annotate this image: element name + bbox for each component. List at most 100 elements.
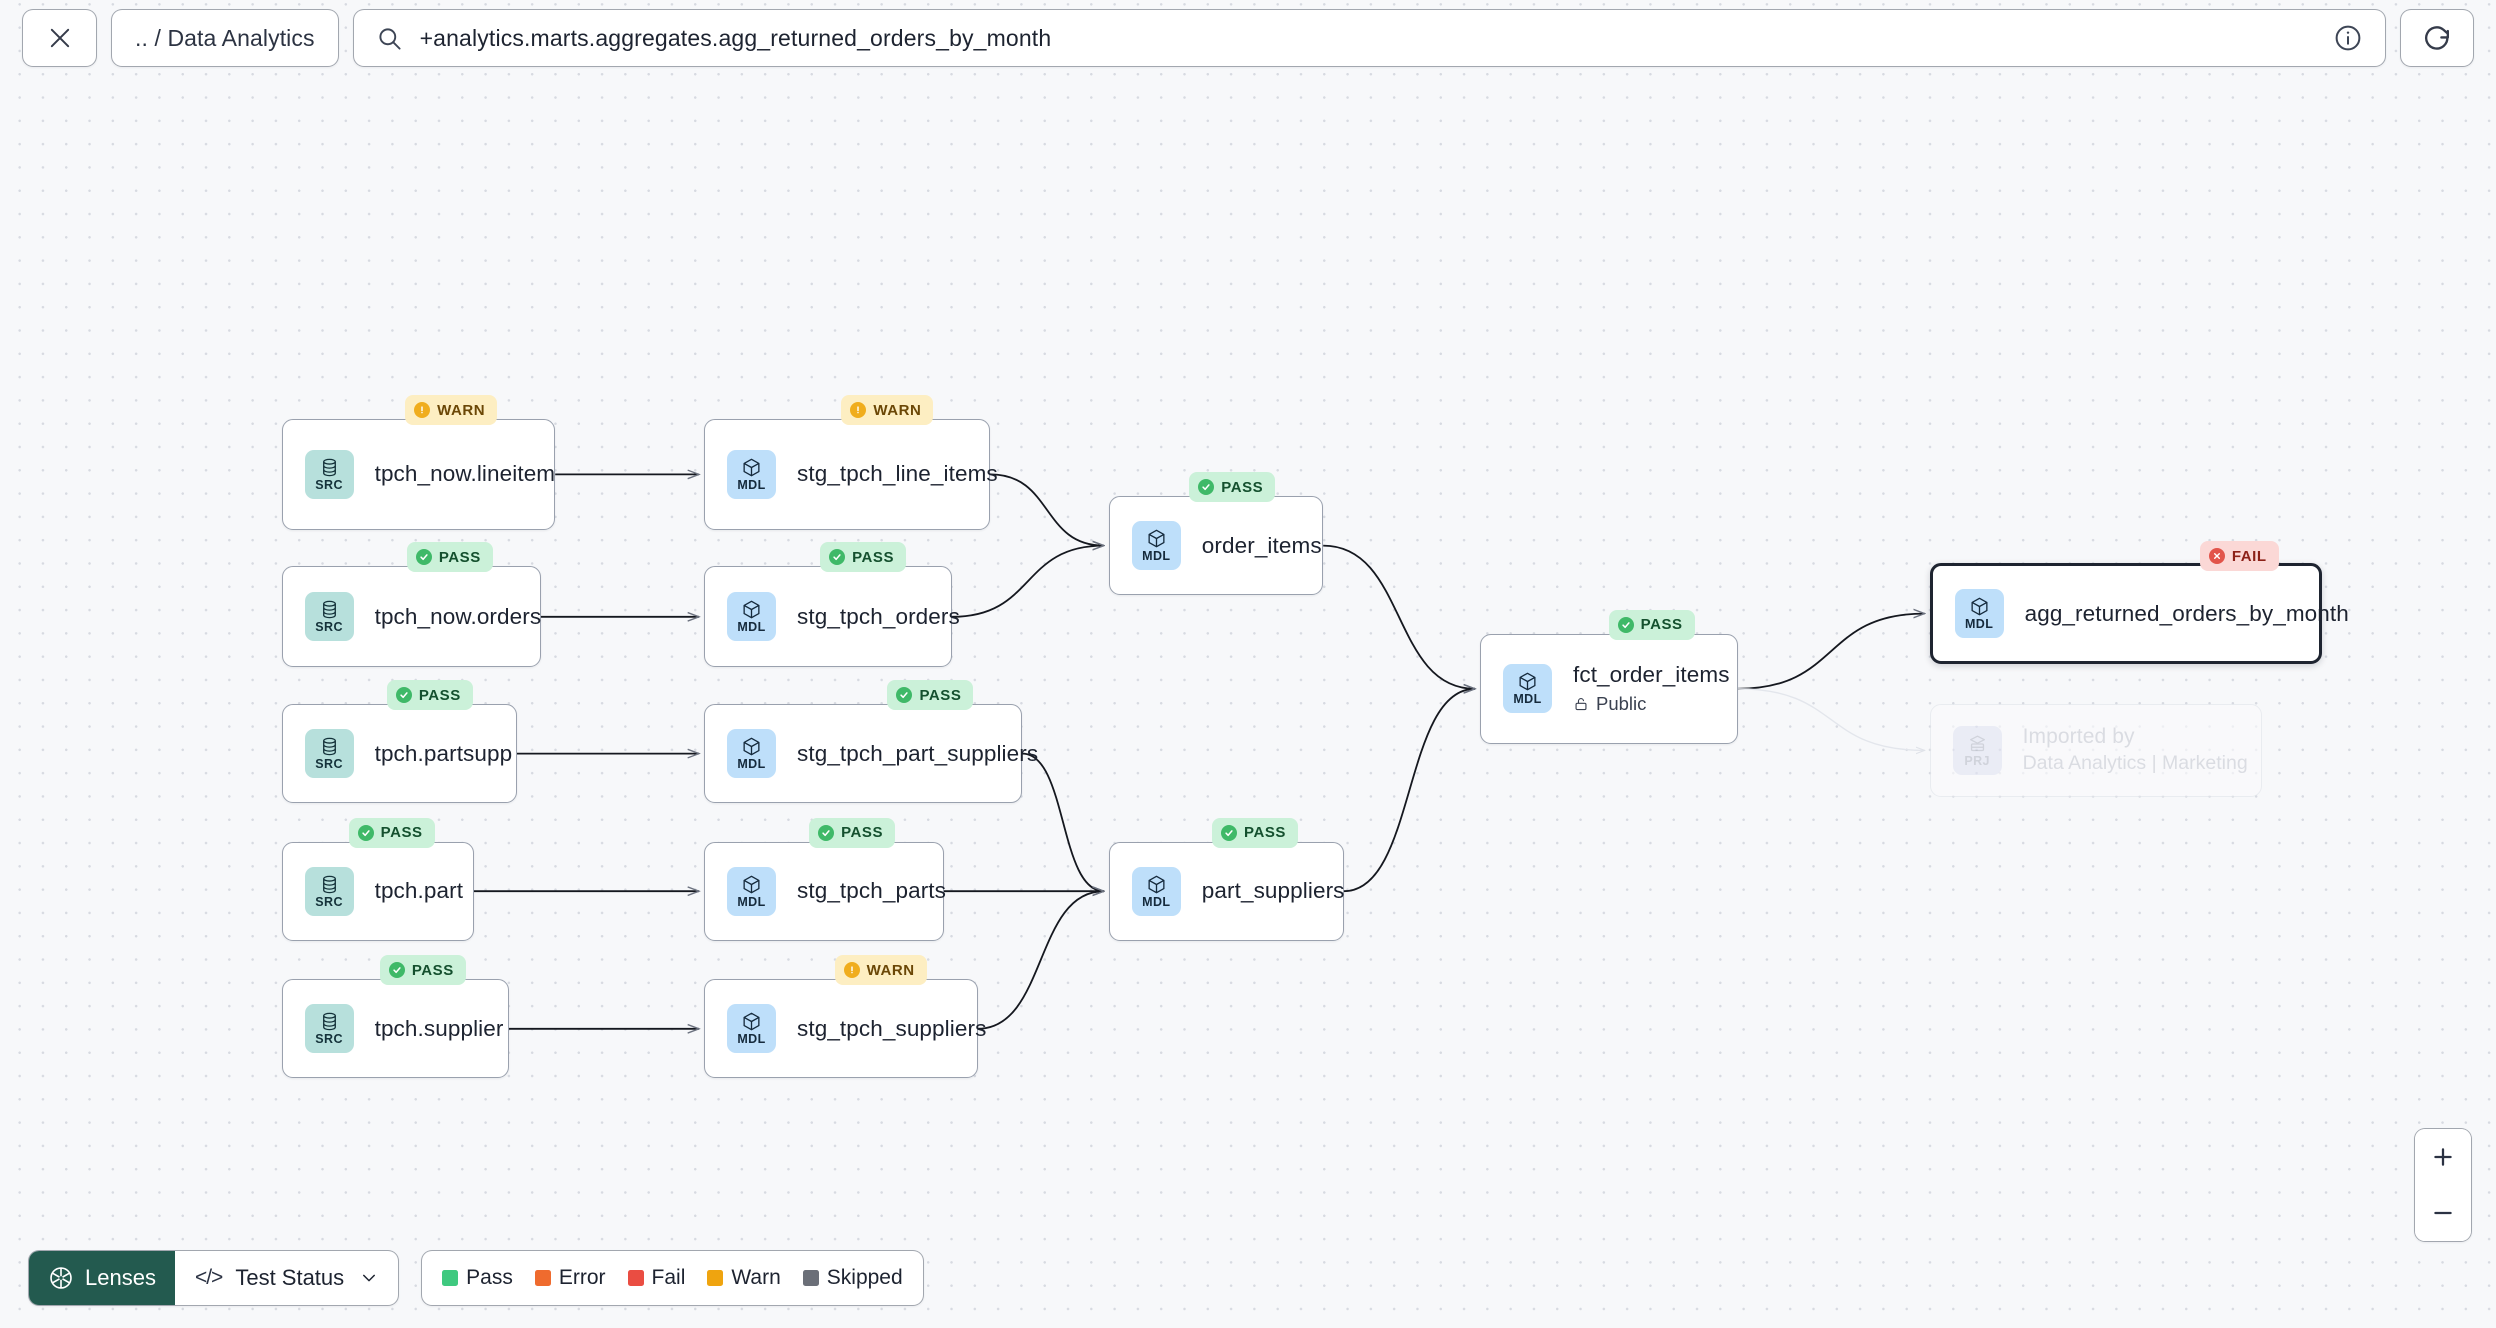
node-title: tpch.supplier <box>374 1015 504 1041</box>
status-badge-pass: PASS <box>820 542 906 573</box>
exclamation-icon <box>421 406 423 414</box>
status-label: PASS <box>411 961 454 979</box>
node-subtitle-text: Public <box>1596 693 1647 715</box>
check-icon <box>400 692 408 699</box>
breadcrumb[interactable]: .. / Data Analytics <box>111 9 339 67</box>
node-kind-label: SRC <box>315 894 343 909</box>
node-kind-badge-mdl: MDL <box>727 866 776 916</box>
node-title: tpch_now.lineitem <box>374 461 556 487</box>
status-badge-warn: WARN <box>405 395 498 426</box>
test-status-dropdown[interactable]: </> Test Status <box>175 1251 398 1305</box>
node-text: stg_tpch_suppliers <box>797 1016 986 1042</box>
exclamation-icon <box>850 966 853 974</box>
status-dot <box>1617 616 1634 633</box>
search-input[interactable]: +analytics.marts.aggregates.agg_returned… <box>352 9 2386 67</box>
node-text: part_suppliers <box>1202 878 1345 904</box>
node-title: tpch.part <box>374 878 464 904</box>
status-dot <box>1198 479 1215 495</box>
graph-edge <box>977 891 1104 1030</box>
cube-icon <box>1148 529 1165 548</box>
node-text: tpch_now.lineitem <box>375 461 556 487</box>
node-kind-label: SRC <box>315 1032 343 1047</box>
legend-item-error[interactable]: Error <box>534 1266 606 1290</box>
node-title: agg_returned_orders_by_month <box>2024 600 2349 626</box>
close-icon <box>50 28 69 48</box>
node-kind-badge-mdl: MDL <box>727 592 776 642</box>
legend-item-fail[interactable]: Fail <box>627 1266 685 1290</box>
legend-swatch <box>802 1270 819 1286</box>
node-kind-badge-mdl: MDL <box>1131 521 1181 571</box>
node-kind-badge-src: SRC <box>304 866 354 916</box>
graph-node-stg_tpch_orders[interactable]: MDL stg_tpch_orders PASS <box>704 542 960 668</box>
status-dot <box>414 402 431 419</box>
status-label: WARN <box>437 401 486 419</box>
node-text: stg_tpch_part_suppliers <box>797 741 1038 767</box>
status-badge-pass: PASS <box>1608 609 1695 640</box>
graph-node-tpch_part[interactable]: SRC tpch.part PASS <box>281 817 474 941</box>
node-kind-label: SRC <box>315 477 343 492</box>
check-icon <box>900 692 909 699</box>
status-dot <box>357 824 374 841</box>
status-label: WARN <box>866 961 915 979</box>
node-subtitle: Data Analytics | Marketing <box>2023 752 2248 775</box>
zoom-in-button[interactable] <box>2415 1129 2471 1185</box>
node-text: tpch.partsupp <box>375 741 513 767</box>
graph-node-part_suppliers[interactable]: MDL part_suppliers PASS <box>1108 817 1345 941</box>
node-subtitle: Public <box>1573 693 1730 715</box>
graph-edge <box>1323 544 1475 689</box>
legend-label: Skipped <box>826 1266 903 1289</box>
zoom-out-button[interactable] <box>2415 1185 2471 1241</box>
info-icon[interactable] <box>2333 23 2363 53</box>
check-icon <box>393 967 401 974</box>
legend-item-skipped[interactable]: Skipped <box>802 1266 903 1290</box>
node-kind-badge-prj: PRJ <box>1952 725 2002 775</box>
project-icon <box>1969 735 1985 752</box>
check-icon <box>1225 829 1233 836</box>
cube-icon <box>743 1012 760 1031</box>
test-status-label: Test Status <box>235 1265 345 1290</box>
cube-icon <box>1971 597 1988 616</box>
lenses-group: Lenses </> Test Status <box>28 1250 400 1306</box>
lenses-button[interactable]: Lenses <box>29 1251 175 1305</box>
legend-swatch <box>627 1270 644 1286</box>
legend-item-pass[interactable]: Pass <box>442 1266 513 1290</box>
node-kind-badge-src: SRC <box>304 592 354 642</box>
plus-icon <box>2434 1148 2452 1166</box>
refresh-button[interactable] <box>2400 9 2474 67</box>
node-text: agg_returned_orders_by_month <box>2025 601 2349 627</box>
node-title: fct_order_items <box>1573 662 1730 688</box>
cube-icon <box>1519 672 1536 691</box>
minus-icon <box>2434 1211 2452 1215</box>
status-dot <box>395 687 412 703</box>
status-dot <box>843 962 860 979</box>
legend-item-warn[interactable]: Warn <box>707 1266 781 1290</box>
cube-icon <box>743 875 760 894</box>
node-title: stg_tpch_line_items <box>797 461 998 487</box>
node-kind-badge-mdl: MDL <box>1954 589 2004 639</box>
status-badge-pass: PASS <box>348 817 435 848</box>
node-kind-badge-mdl: MDL <box>727 1004 776 1054</box>
graph-node-stg_tpch_suppliers[interactable]: MDL stg_tpch_suppliers WARN <box>704 955 986 1079</box>
status-label: PASS <box>1244 824 1286 842</box>
check-icon <box>1202 484 1210 491</box>
close-button[interactable] <box>22 9 97 67</box>
refresh-icon <box>2424 25 2449 50</box>
graph-node-tpch_supplier[interactable]: SRC tpch.supplier PASS <box>281 955 509 1079</box>
graph-node-tpch_now_lineitem[interactable]: SRC tpch_now.lineitem WARN <box>281 395 556 530</box>
node-text: stg_tpch_orders <box>797 604 960 630</box>
cube-icon <box>743 458 760 477</box>
node-kind-label: MDL <box>1964 617 1994 632</box>
node-kind-label: PRJ <box>1964 753 1990 768</box>
node-kind-label: MDL <box>1142 894 1171 909</box>
